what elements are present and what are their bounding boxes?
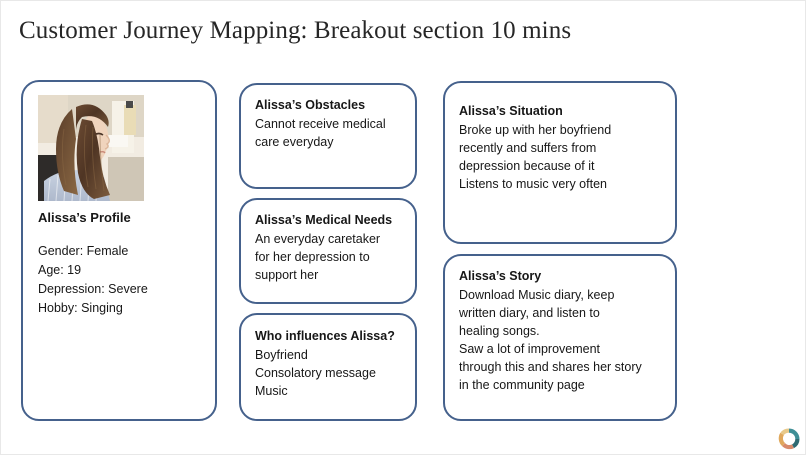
card-alissa-story[interactable]: Alissa’s Story Download Music diary, kee…	[443, 254, 677, 421]
card-alissa-obstacles[interactable]: Alissa’s Obstacles Cannot receive medica…	[239, 83, 417, 189]
obstacles-body: Alissa’s Obstacles Cannot receive medica…	[255, 97, 405, 151]
card-alissa-situation[interactable]: Alissa’s Situation Broke up with her boy…	[443, 81, 677, 244]
medical-needs-line-2: for her depression to	[255, 249, 370, 264]
situation-body: Alissa’s Situation Broke up with her boy…	[459, 103, 665, 193]
profile-detail-gender: Gender: Female	[38, 244, 129, 258]
story-line-3: healing songs.	[459, 324, 540, 338]
page-title: Customer Journey Mapping: Breakout secti…	[19, 17, 572, 44]
situation-heading: Alissa’s Situation	[459, 104, 563, 118]
card-who-influences-alissa[interactable]: Who influences Alissa? Boyfriend Consola…	[239, 313, 417, 421]
obstacles-line-2: care everyday	[255, 134, 334, 149]
story-heading: Alissa’s Story	[459, 269, 542, 283]
story-line-2: written diary, and listen to	[459, 305, 600, 320]
profile-heading: Alissa’s Profile	[38, 210, 131, 225]
card-alissa-profile[interactable]: Alissa’s Profile Gender: Female Age: 19 …	[21, 80, 217, 421]
situation-line-2: recently and suffers from	[459, 140, 597, 155]
story-line-6: in the community page	[459, 378, 585, 393]
profile-detail-hobby: Hobby: Singing	[38, 301, 123, 315]
influences-heading: Who influences Alissa?	[255, 329, 395, 343]
medical-needs-body: Alissa’s Medical Needs An everyday caret…	[255, 212, 405, 284]
profile-details: Gender: Female Age: 19 Depression: Sever…	[38, 242, 148, 318]
influences-line-2: Consolatory message	[255, 365, 376, 380]
medical-needs-line-3: support her	[255, 268, 319, 282]
influences-line-1: Boyfriend	[255, 347, 308, 362]
profile-detail-depression: Depression: Severe	[38, 282, 148, 296]
profile-photo	[38, 95, 144, 201]
medical-needs-heading: Alissa’s Medical Needs	[255, 213, 393, 227]
situation-line-1: Broke up with her boyfriend	[459, 122, 612, 137]
situation-line-4: Listens to music very often	[459, 177, 607, 192]
story-line-1: Download Music diary, keep	[459, 287, 615, 302]
influences-line-3: Music	[255, 384, 288, 398]
story-line-4: Saw a lot of improvement	[459, 342, 601, 357]
profile-detail-age: Age: 19	[38, 263, 82, 277]
obstacles-heading: Alissa’s Obstacles	[255, 98, 366, 112]
obstacles-line-1: Cannot receive medical	[255, 116, 386, 131]
situation-line-3: depression because of it	[459, 159, 595, 173]
card-alissa-medical-needs[interactable]: Alissa’s Medical Needs An everyday caret…	[239, 198, 417, 304]
influences-body: Who influences Alissa? Boyfriend Consola…	[255, 328, 405, 400]
medical-needs-line-1: An everyday caretaker	[255, 231, 381, 246]
story-body: Alissa’s Story Download Music diary, kee…	[459, 268, 665, 395]
ring-logo-icon	[778, 428, 800, 450]
story-line-5: through this and shares her story	[459, 360, 642, 375]
